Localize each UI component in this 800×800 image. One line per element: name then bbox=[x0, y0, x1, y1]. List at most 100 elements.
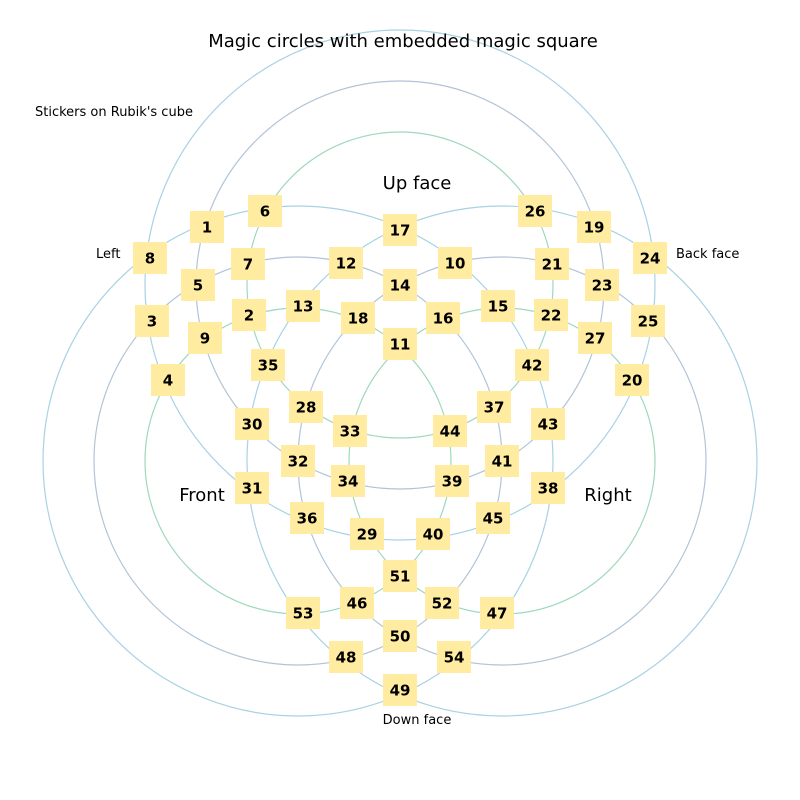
number-tile: 28 bbox=[289, 391, 323, 423]
tile-number: 43 bbox=[538, 416, 559, 434]
tile-background bbox=[281, 445, 315, 477]
number-tile: 47 bbox=[480, 597, 514, 629]
number-tile: 46 bbox=[340, 587, 374, 619]
tile-number: 54 bbox=[444, 649, 465, 667]
tile-background bbox=[235, 472, 269, 504]
tile-background bbox=[181, 269, 215, 301]
tile-number: 24 bbox=[640, 250, 661, 268]
tile-number: 9 bbox=[200, 330, 210, 348]
tile-background bbox=[438, 247, 472, 279]
tile-background bbox=[350, 518, 384, 550]
number-tile: 27 bbox=[578, 322, 612, 354]
tile-background bbox=[135, 305, 169, 337]
tile-background bbox=[518, 195, 552, 227]
tile-number: 45 bbox=[483, 510, 504, 528]
number-tile: 49 bbox=[383, 674, 417, 706]
number-tile: 15 bbox=[481, 290, 515, 322]
tile-background bbox=[188, 322, 222, 354]
tile-number: 47 bbox=[487, 605, 508, 623]
tile-number: 17 bbox=[390, 222, 411, 240]
tile-number: 46 bbox=[347, 595, 368, 613]
tile-background bbox=[535, 248, 569, 280]
tile-number: 36 bbox=[297, 510, 318, 528]
tile-background bbox=[333, 415, 367, 447]
tile-background bbox=[383, 214, 417, 246]
tile-number: 11 bbox=[390, 336, 411, 354]
up-face-label: Up face bbox=[383, 173, 452, 194]
right-outer-circle bbox=[246, 205, 758, 717]
number-tile: 17 bbox=[383, 214, 417, 246]
number-tile: 9 bbox=[188, 322, 222, 354]
number-tile: 33 bbox=[333, 415, 367, 447]
number-tile: 54 bbox=[437, 641, 471, 673]
number-tile: 10 bbox=[438, 247, 472, 279]
tile-number: 53 bbox=[293, 605, 314, 623]
tile-background bbox=[151, 364, 185, 396]
tile-background bbox=[615, 364, 649, 396]
tile-background bbox=[515, 349, 549, 381]
tile-number: 35 bbox=[258, 357, 279, 375]
back-face-label: Back face bbox=[676, 247, 739, 262]
tile-background bbox=[383, 328, 417, 360]
number-tile: 8 bbox=[133, 242, 167, 274]
tile-background bbox=[331, 465, 365, 497]
tile-number: 14 bbox=[390, 277, 411, 295]
number-tile: 14 bbox=[383, 269, 417, 301]
tile-background bbox=[481, 290, 515, 322]
tile-background bbox=[286, 597, 320, 629]
tile-number: 16 bbox=[433, 310, 454, 328]
number-tile: 37 bbox=[477, 391, 511, 423]
front-label: Front bbox=[179, 485, 225, 506]
number-tile: 25 bbox=[631, 305, 665, 337]
number-tiles: 1234567891011121314151617181920212223242… bbox=[133, 195, 667, 706]
number-tile: 38 bbox=[531, 472, 565, 504]
tile-number: 34 bbox=[338, 473, 359, 491]
tile-background bbox=[476, 502, 510, 534]
top-outer-circle bbox=[144, 29, 656, 541]
tile-number: 51 bbox=[390, 568, 411, 586]
number-tile: 41 bbox=[485, 445, 519, 477]
number-tile: 51 bbox=[383, 560, 417, 592]
number-tile: 26 bbox=[518, 195, 552, 227]
tile-background bbox=[133, 242, 167, 274]
tile-background bbox=[534, 299, 568, 331]
number-tile: 11 bbox=[383, 328, 417, 360]
top-inner-circle bbox=[246, 131, 554, 439]
tile-background bbox=[416, 518, 450, 550]
number-tile: 53 bbox=[286, 597, 320, 629]
tile-number: 20 bbox=[622, 372, 643, 390]
tile-number: 1 bbox=[202, 219, 212, 237]
left-outer-circle bbox=[42, 205, 554, 717]
number-tile: 42 bbox=[515, 349, 549, 381]
tile-number: 31 bbox=[242, 480, 263, 498]
tile-background bbox=[585, 269, 619, 301]
tile-background bbox=[383, 674, 417, 706]
tile-background bbox=[578, 322, 612, 354]
number-tile: 32 bbox=[281, 445, 315, 477]
tile-background bbox=[480, 597, 514, 629]
number-tile: 35 bbox=[251, 349, 285, 381]
tile-number: 27 bbox=[585, 330, 606, 348]
tile-number: 52 bbox=[432, 595, 453, 613]
tile-number: 15 bbox=[488, 298, 509, 316]
tile-number: 6 bbox=[260, 203, 270, 221]
tile-background bbox=[232, 299, 266, 331]
number-tile: 1 bbox=[190, 211, 224, 243]
tile-background bbox=[329, 641, 363, 673]
number-tile: 34 bbox=[331, 465, 365, 497]
tile-background bbox=[340, 587, 374, 619]
tile-number: 44 bbox=[440, 423, 461, 441]
tile-background bbox=[437, 641, 471, 673]
tile-background bbox=[289, 391, 323, 423]
tile-background bbox=[190, 211, 224, 243]
tile-background bbox=[577, 211, 611, 243]
tile-number: 2 bbox=[244, 307, 254, 325]
tile-background bbox=[531, 472, 565, 504]
number-tile: 3 bbox=[135, 305, 169, 337]
right-label: Right bbox=[584, 485, 631, 506]
tile-number: 18 bbox=[348, 310, 369, 328]
tile-number: 4 bbox=[163, 372, 173, 390]
diagram-title: Magic circles with embedded magic square bbox=[208, 31, 598, 52]
tile-number: 29 bbox=[357, 526, 378, 544]
